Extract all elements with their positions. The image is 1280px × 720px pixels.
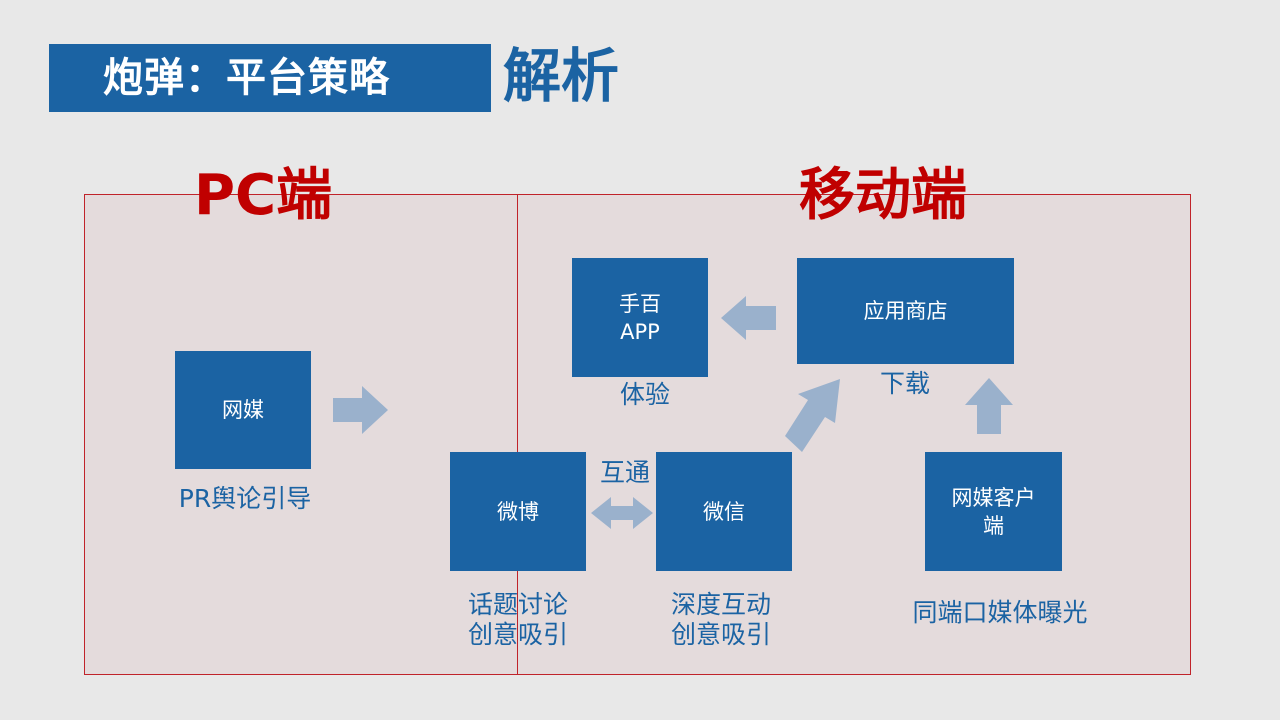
caption-client: 同端口媒体曝光 [912, 598, 1088, 627]
node-weixin-label: 微信 [703, 499, 745, 524]
caption-weixin: 深度互动 创意吸引 [670, 590, 771, 649]
pc-section-title: PC端 [194, 163, 333, 228]
node-wangmei: 网媒 [175, 351, 311, 469]
node-app-store-label: 应用商店 [863, 299, 948, 323]
node-client: 网媒客户 端 [925, 452, 1062, 571]
node-weixin: 微信 [656, 452, 792, 571]
caption-weibo: 话题讨论 创意吸引 [467, 590, 568, 649]
edge-label-weibo-weixin: 互通 [599, 458, 650, 487]
node-shoubai: 手百 APP [572, 258, 708, 377]
title-banner: 炮弹：平台策略 [49, 44, 491, 112]
arrow-weibo-weixin-double [591, 497, 653, 529]
arrow-appstore-to-shoubai [721, 296, 776, 340]
node-weibo-label: 微博 [497, 499, 539, 524]
title-plain-text: 解析 [503, 42, 620, 110]
caption-wangmei: PR舆论引导 [178, 484, 312, 513]
node-wangmei-label: 网媒 [222, 398, 264, 422]
caption-app-store: 下载 [879, 369, 930, 398]
arrow-client-to-appstore [965, 378, 1013, 434]
arrow-wangmei-to-weibo [333, 386, 388, 434]
node-app-store: 应用商店 [797, 258, 1014, 364]
caption-shoubai: 体验 [619, 380, 670, 409]
node-weibo: 微博 [450, 452, 586, 571]
mobile-section-title: 移动端 [799, 163, 967, 228]
title-boxed-text: 炮弹：平台策略 [103, 55, 390, 101]
arrow-weixin-to-appstore [785, 379, 840, 452]
node-shoubai-label: 手百 APP [619, 291, 661, 344]
node-client-label: 网媒客户 端 [951, 485, 1036, 538]
